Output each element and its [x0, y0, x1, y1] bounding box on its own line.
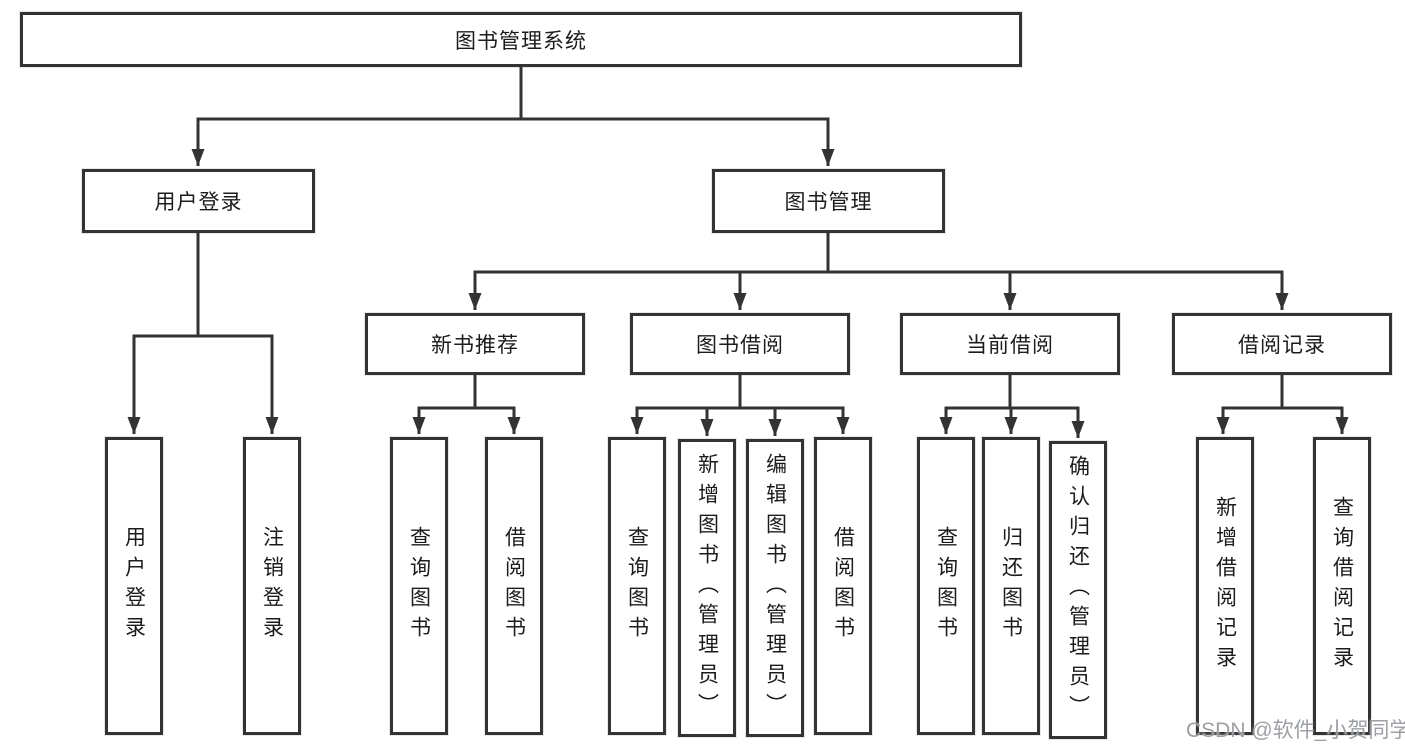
- leaf-query-books-current: 查询图书: [917, 437, 975, 735]
- leaf-add-book-admin: 新增图书（管理员）: [678, 439, 736, 737]
- leaf-return-books: 归还图书: [982, 437, 1040, 735]
- leaf-confirm-return-admin: 确认归还（管理员）: [1049, 441, 1107, 739]
- leaf-query-borrow-record: 查询借阅记录: [1313, 437, 1371, 735]
- leaf-query-books-borrowing: 查询图书: [608, 437, 666, 735]
- node-borrowing-records: 借阅记录: [1172, 313, 1392, 375]
- leaf-edit-book-admin: 编辑图书（管理员）: [746, 439, 804, 737]
- node-library-management-system: 图书管理系统: [20, 12, 1022, 67]
- leaf-add-borrow-record: 新增借阅记录: [1196, 437, 1254, 735]
- node-book-management: 图书管理: [712, 169, 945, 233]
- node-book-borrowing: 图书借阅: [630, 313, 850, 375]
- leaf-query-books-recommend: 查询图书: [390, 437, 448, 735]
- node-user-login: 用户登录: [82, 169, 315, 233]
- leaf-borrow-books-recommend: 借阅图书: [485, 437, 543, 735]
- node-current-borrowing: 当前借阅: [900, 313, 1120, 375]
- leaf-borrow-books-borrowing: 借阅图书: [814, 437, 872, 735]
- leaf-user-login: 用户登录: [105, 437, 163, 735]
- watermark: CSDN @软件_小贺同学: [1186, 719, 1405, 742]
- leaf-logout-login: 注销登录: [243, 437, 301, 735]
- node-new-book-recommendation: 新书推荐: [365, 313, 585, 375]
